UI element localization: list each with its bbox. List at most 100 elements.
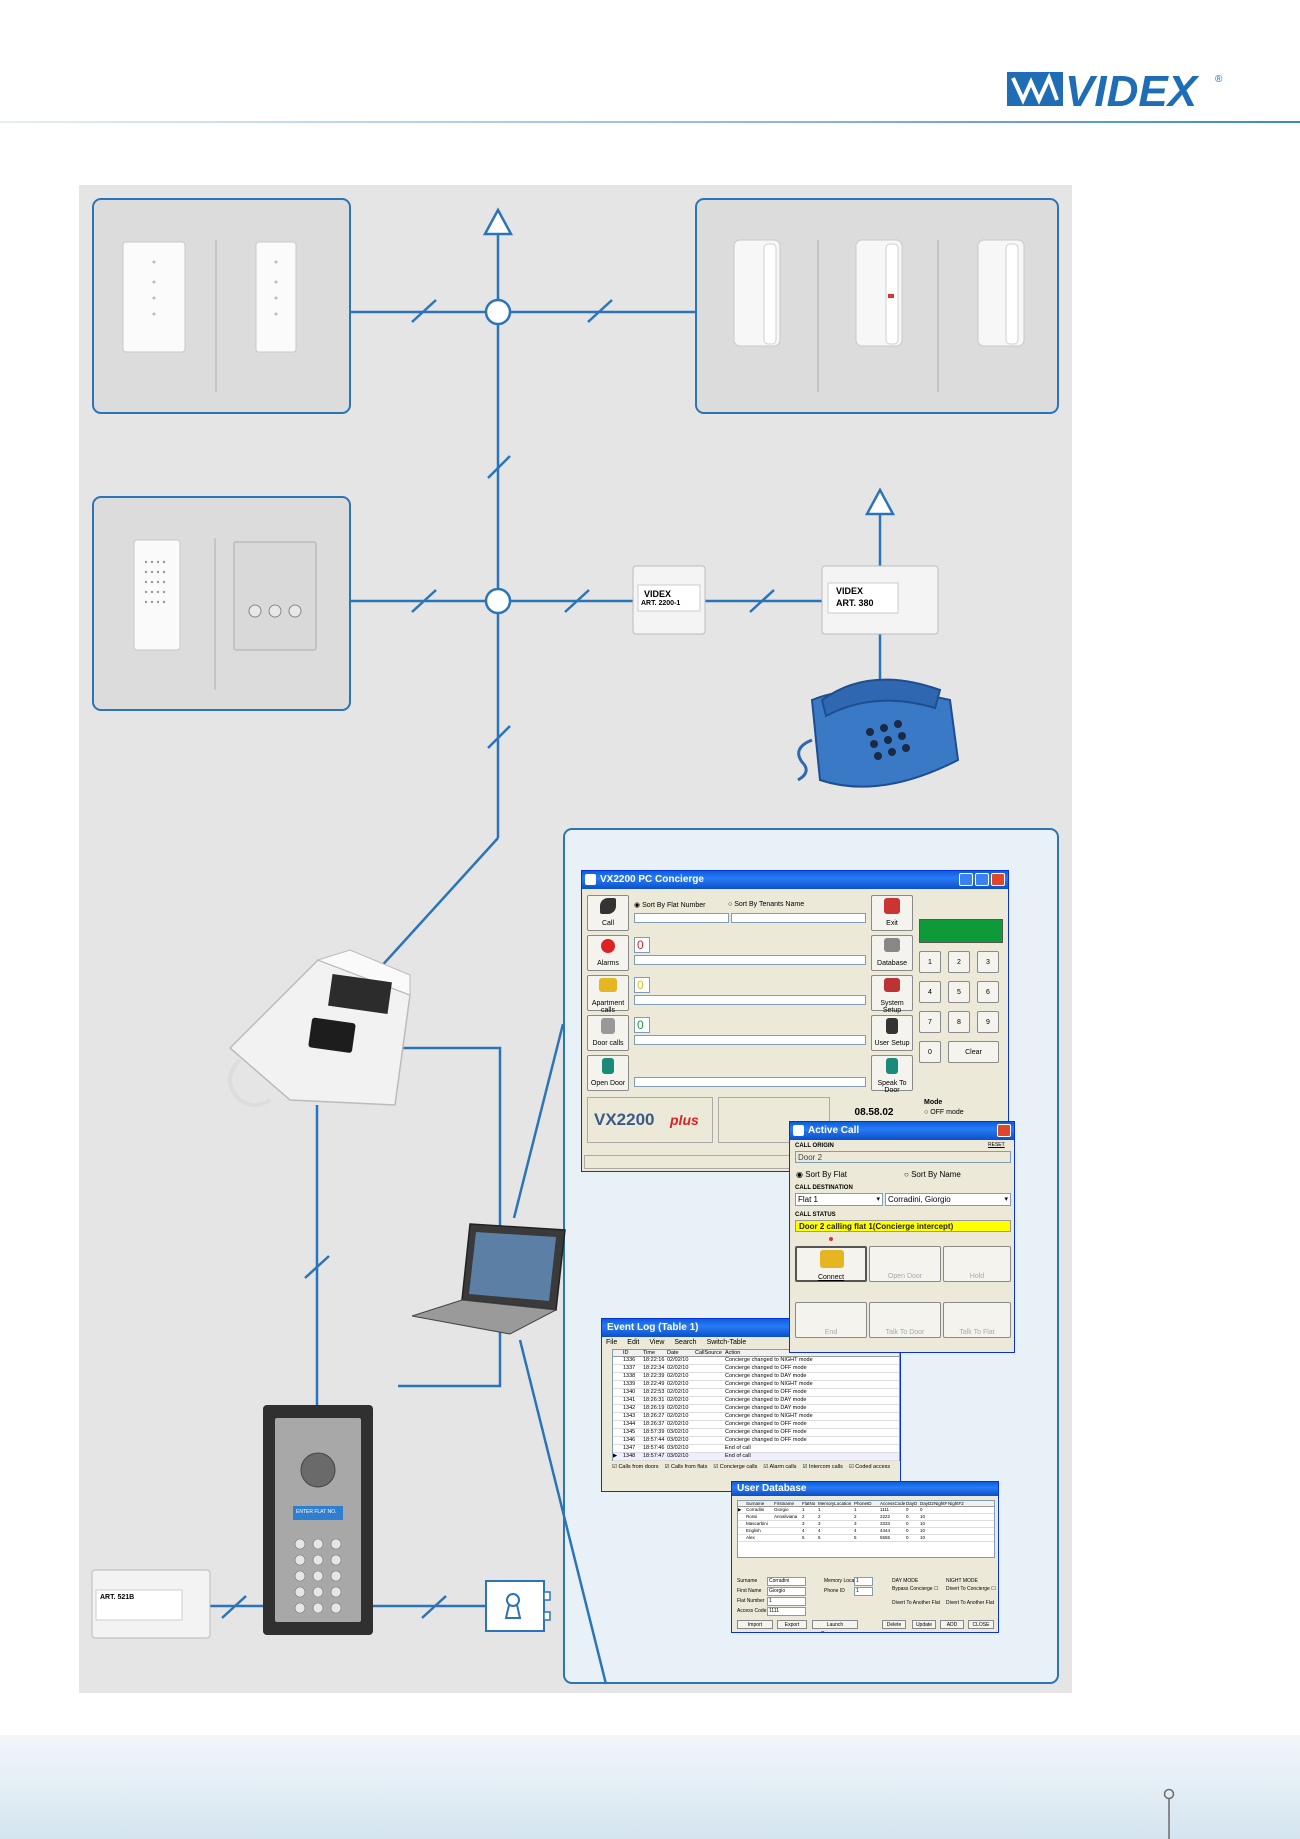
form-field[interactable]: Corradini (767, 1577, 806, 1586)
close-button[interactable] (991, 873, 1005, 886)
alarm-list[interactable] (634, 955, 866, 965)
table-cell: 18:22:39 (643, 1373, 665, 1379)
clear-button[interactable]: Clear (948, 1041, 999, 1063)
destination-flat-select[interactable]: Flat 1▾ (795, 1193, 883, 1206)
destination-name-select[interactable]: Corradini, Giorgio▾ (885, 1193, 1011, 1206)
sort-tenant-radio[interactable]: ○ Sort By Tenants Name (728, 901, 805, 908)
table-cell: 1344 (623, 1421, 636, 1427)
key-0[interactable]: 0 (919, 1041, 941, 1063)
filter-checkbox[interactable]: ☑ Calls from doors (612, 1464, 659, 1470)
event-log-menu-item[interactable]: Switch-Table (706, 1339, 747, 1346)
user-db-button[interactable]: ADD (940, 1620, 964, 1629)
table-cell: 1111 (880, 1507, 890, 1512)
table-cell: 10 (920, 1528, 926, 1533)
key-2[interactable]: 2 (948, 951, 970, 973)
sort-flat-radio[interactable]: ◉ Sort By Flat Number (634, 902, 706, 909)
user-db-button[interactable]: Launch Programmer (812, 1620, 858, 1632)
tenant-select[interactable] (731, 913, 866, 923)
filter-checkbox[interactable]: ☑ Intercom calls (802, 1464, 843, 1470)
open-door-call-button[interactable]: Open Door (869, 1246, 941, 1282)
event-log-menu-item[interactable]: Edit (627, 1339, 640, 1346)
key-6[interactable]: 6 (977, 981, 999, 1003)
user-db-button[interactable]: Delete (882, 1620, 906, 1629)
table-cell: 02/02/10 (667, 1389, 689, 1395)
bypass-checkbox[interactable]: Bypass Concierge ☐ (892, 1586, 939, 1592)
end-button[interactable]: End (795, 1302, 867, 1338)
filter-checkbox[interactable]: ☑ Alarm calls (763, 1464, 797, 1470)
module-art-2200 (632, 565, 706, 635)
open-door-list[interactable] (634, 1077, 866, 1087)
event-log-menu-item[interactable]: View (649, 1339, 665, 1346)
flat-select[interactable] (634, 913, 729, 923)
user-db-button[interactable]: Update (912, 1620, 936, 1629)
user-db-titlebar: User Database (732, 1482, 998, 1496)
table-cell (695, 1429, 725, 1436)
key-5[interactable]: 5 (948, 981, 970, 1003)
event-log-col: CallSource (695, 1350, 722, 1356)
event-log-menu-item[interactable]: Search (674, 1339, 697, 1346)
key-4[interactable]: 4 (919, 981, 941, 1003)
call-status-bar: Door 2 calling flat 1(Concierge intercep… (795, 1220, 1011, 1232)
divert-concierge-checkbox[interactable]: Divert To Concierge ☐ (946, 1586, 996, 1592)
user-db-col: Surname (746, 1501, 765, 1506)
table-cell: 18:57:46 (643, 1445, 665, 1451)
key-8[interactable]: 8 (948, 1011, 970, 1033)
form-field[interactable]: 1111 (767, 1607, 806, 1616)
filter-checkbox[interactable]: ☑ Coded access (848, 1464, 891, 1470)
minimize-button[interactable] (959, 873, 973, 886)
user-db-title: User Database (737, 1483, 807, 1494)
reset-link[interactable]: RESET (988, 1142, 1005, 1148)
form-field[interactable]: 1 (854, 1587, 873, 1596)
table-cell: 1340 (623, 1389, 636, 1395)
table-cell: 18:22:53 (643, 1389, 665, 1395)
user-db-button[interactable]: Import (737, 1620, 773, 1629)
talk-to-door-button[interactable]: Talk To Door (869, 1302, 941, 1338)
hold-button[interactable]: Hold (943, 1246, 1011, 1282)
label-380-brand: VIDEX (836, 586, 864, 596)
filter-checkbox[interactable]: ☑ Calls from flats (664, 1464, 708, 1470)
key-9[interactable]: 9 (977, 1011, 999, 1033)
sort-by-name-radio[interactable]: ○ Sort By Name (904, 1170, 961, 1179)
table-cell: 03/02/10 (667, 1437, 689, 1443)
talk-to-flat-button[interactable]: Talk To Flat (943, 1302, 1011, 1338)
active-call-close-button[interactable] (997, 1124, 1011, 1137)
key-1[interactable]: 1 (919, 951, 941, 973)
key-3[interactable]: 3 (977, 951, 999, 973)
form-field[interactable]: Giorgio (767, 1587, 806, 1596)
user-db-button[interactable]: CLOSE (968, 1620, 994, 1629)
form-field[interactable]: 1 (767, 1597, 806, 1606)
filter-checkbox[interactable]: ☑ Concierge calls (713, 1464, 758, 1470)
apartment-list[interactable] (634, 995, 866, 1005)
mode-off-radio[interactable]: ○ OFF mode (924, 1109, 964, 1116)
page-marker-icon (1163, 1788, 1175, 1839)
row-pointer (613, 1357, 623, 1364)
key-7[interactable]: 7 (919, 1011, 941, 1033)
active-call-title: Active Call (808, 1125, 860, 1136)
table-cell: 4 (802, 1528, 805, 1533)
event-log-menu-item[interactable]: File (606, 1339, 618, 1346)
door-list[interactable] (634, 1035, 866, 1045)
form-field[interactable]: 1 (854, 1577, 873, 1586)
handset-phone-3 (977, 239, 1025, 347)
user-db-button[interactable]: Export (777, 1620, 807, 1629)
sort-by-flat-radio[interactable]: ◉ Sort By Flat (796, 1170, 847, 1179)
maximize-button[interactable] (975, 873, 989, 886)
